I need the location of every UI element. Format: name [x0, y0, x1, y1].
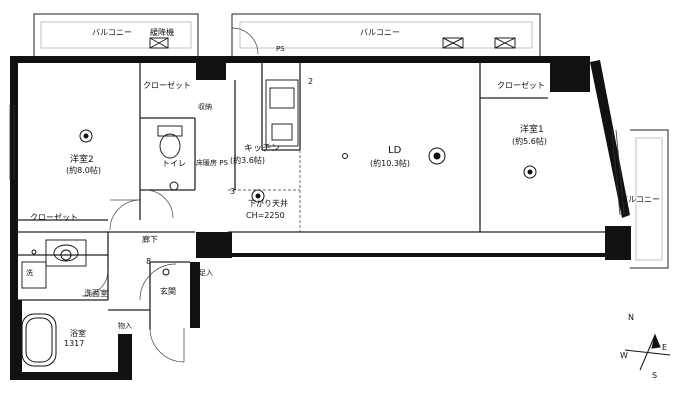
bathtub	[21, 313, 57, 367]
wall-column-b	[196, 232, 232, 258]
room-bathroom: 浴室	[70, 329, 86, 338]
room-toilet: トイレ	[162, 159, 186, 168]
compass-e: E	[662, 343, 668, 352]
balcony-right-label: バルコニー	[620, 195, 660, 204]
light-western2	[79, 129, 93, 143]
wall-panel: 床暖房 PS	[196, 159, 228, 167]
washbasin	[45, 239, 87, 267]
evacuation-label: 緩降機	[150, 28, 174, 37]
door-swing-main	[149, 327, 185, 363]
door-swing-toilet	[144, 189, 174, 219]
door-swing-western2	[109, 199, 141, 231]
ceiling-note: 下がり天井	[248, 199, 288, 208]
wall-column-e	[190, 262, 200, 328]
room-western1-size: (約5.6帖)	[512, 137, 547, 146]
ceiling-height: CH=2250	[246, 211, 285, 220]
closet-left-top: クローゼット	[143, 81, 191, 90]
room-kitchen-size: (約3.6帖)	[230, 156, 265, 165]
dim-2: 2	[308, 77, 314, 86]
room-entrance: 玄関	[160, 287, 176, 296]
wall-column-c	[550, 56, 590, 92]
wall-bottom-ld	[228, 253, 608, 257]
light-entrance	[162, 268, 170, 276]
evac-hatch-1	[149, 37, 169, 49]
wall-left-lower	[10, 372, 130, 380]
wall-left	[10, 56, 18, 374]
light-western1	[523, 165, 537, 179]
storage-near-kitchen: 収納	[198, 103, 212, 111]
kitchen-stove	[271, 123, 293, 141]
evac-hatch-2	[442, 37, 464, 49]
kitchen-counter	[265, 79, 299, 147]
room-ld-size: (約10.3帖)	[370, 159, 411, 168]
balcony-right-hatch	[635, 137, 663, 261]
room-western2-size: (約8.0帖)	[66, 166, 101, 175]
compass-s: S	[652, 371, 658, 380]
evac-hatch-3	[494, 37, 516, 49]
room-ld-name: LD	[388, 145, 402, 156]
wall-top-center	[200, 56, 550, 63]
door-swing-bathroom	[81, 269, 109, 297]
pipe-space: PS	[276, 45, 285, 53]
washer-mark: 洗	[26, 269, 33, 277]
balcony-right-outline	[630, 129, 669, 269]
closet-right: クローゼット	[497, 81, 545, 90]
compass-w: W	[620, 351, 628, 360]
door-swing-kitchen-top	[231, 27, 259, 55]
room-hallway: 廊下	[142, 235, 158, 244]
balcony-left-hatch	[40, 21, 192, 49]
balcony-center-hatch	[239, 21, 533, 49]
balcony-left-label: バルコニー	[92, 28, 132, 37]
room-washroom: 洗面室	[84, 289, 108, 298]
wall-lower-left-base	[18, 300, 22, 380]
room-storage-small: 物入	[118, 322, 132, 330]
room-western2-name: 洋室2	[70, 155, 94, 165]
toilet-fixture	[157, 125, 183, 137]
washer-space	[21, 261, 47, 289]
balcony-center-outline	[231, 13, 541, 58]
room-shoe-closet: 下足入	[192, 269, 213, 277]
wall-diagonal-right	[590, 60, 630, 218]
closet-left-bottom: クローゼット	[30, 213, 78, 222]
dim-8: 8	[146, 257, 152, 266]
door-swing-entrance	[139, 263, 177, 301]
room-western1-name: 洋室1	[520, 125, 544, 135]
kitchen-sink	[269, 87, 295, 109]
wall-column-a	[196, 56, 226, 80]
dim-3: 3	[230, 187, 236, 196]
light-ld	[428, 147, 446, 165]
compass	[624, 333, 671, 371]
room-bath-size: 1317	[64, 339, 85, 348]
room-kitchen-name: キッチン	[244, 144, 281, 154]
wall-column-d	[605, 226, 631, 260]
balcony-left-outline	[33, 13, 199, 58]
balcony-center-label: バルコニー	[360, 28, 400, 37]
compass-n: N	[628, 313, 634, 322]
wall-column-f	[118, 334, 132, 380]
wall-top-left	[10, 56, 200, 63]
